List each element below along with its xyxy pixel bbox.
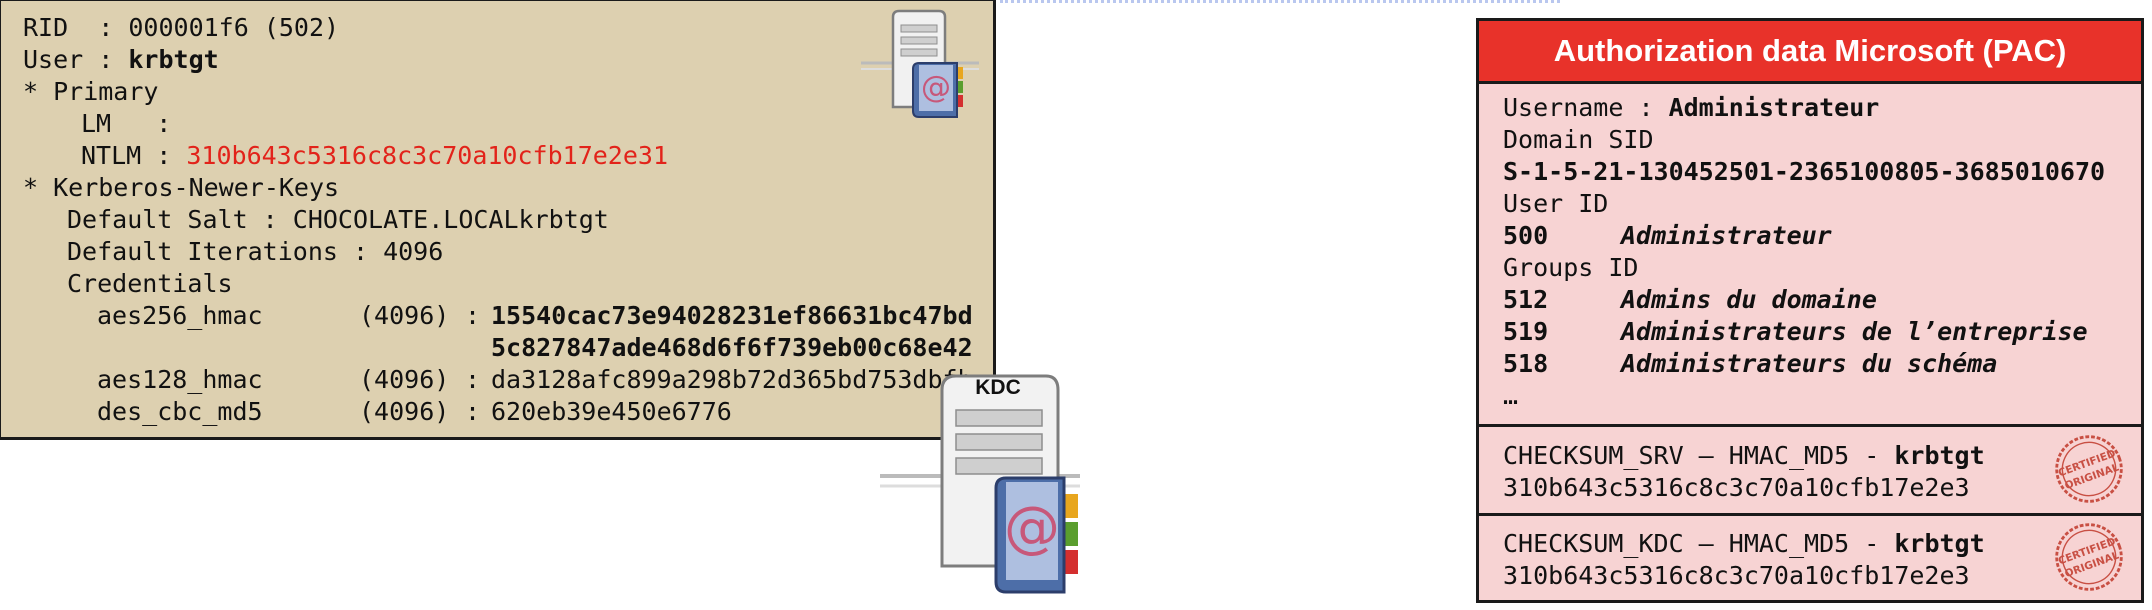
salt-line: Default Salt : CHOCOLATE.LOCALkrbtgt [67, 205, 609, 234]
ntlm-label: NTLM : [81, 141, 187, 170]
user-id-name: Administrateur [1621, 221, 1832, 250]
kdc-server-directory-icon: @ [880, 374, 1080, 594]
domain-sid-label: Domain SID [1503, 125, 1654, 154]
top-decorative-line [1000, 0, 1560, 3]
key-value-continued: 5c827847ade468d6f6f739eb00c68e42 [491, 333, 973, 362]
key-iter: (4096) [359, 301, 450, 330]
rid-line: RID : 000001f6 (502) [23, 13, 340, 42]
lm-line: LM : [81, 109, 172, 138]
checksum-kdc-value: 310b643c5316c8c3c70a10cfb17e2e3 [1503, 561, 1970, 590]
checksum-srv-key: krbtgt [1894, 441, 1985, 470]
server-directory-icon: @ [861, 9, 979, 118]
groups-label: Groups ID [1503, 253, 1639, 282]
user-label: User : [23, 45, 129, 74]
svg-text:@: @ [921, 70, 951, 105]
checksum-srv-label: CHECKSUM_SRV – HMAC_MD5 - [1503, 441, 1895, 470]
kerberos-line: * Kerberos-Newer-Keys [23, 173, 340, 202]
key-value: da3128afc899a298b72d365bd753dbfb [491, 365, 973, 394]
key-sep: : [465, 365, 481, 394]
username-label: Username : [1503, 93, 1669, 122]
pac-header: Authorization data Microsoft (PAC) [1479, 21, 2141, 84]
svg-text:@: @ [1004, 495, 1060, 560]
key-value: 620eb39e450e6776 [491, 397, 732, 426]
group-id: 518 [1503, 349, 1549, 378]
pac-title: Authorization data Microsoft (PAC) [1553, 33, 2067, 68]
domain-sid-value: S-1-5-21-130452501-2365100805-3685010670 [1503, 157, 2106, 186]
credentials-line: Credentials [67, 269, 233, 298]
username-value: Administrateur [1668, 93, 1880, 122]
checksum-kdc-line: CHECKSUM_KDC – HMAC_MD5 - krbtgt [1503, 529, 1985, 559]
checksum-srv-value: 310b643c5316c8c3c70a10cfb17e2e3 [1503, 473, 1970, 502]
pac-panel: Authorization data Microsoft (PAC) Usern… [1476, 18, 2144, 603]
key-name: aes128_hmac [97, 365, 263, 394]
checksum-kdc-label: CHECKSUM_KDC – HMAC_MD5 - [1503, 529, 1895, 558]
ntlm-hash: 310b643c5316c8c3c70a10cfb17e2e31 [186, 141, 668, 170]
checksum-srv-line: CHECKSUM_SRV – HMAC_MD5 - krbtgt [1503, 441, 1985, 471]
user-id-value: 500 [1503, 221, 1549, 250]
key-name: aes256_hmac [97, 301, 263, 330]
group-name: Administrateurs du schéma [1621, 349, 1998, 378]
group-name: Administrateurs de l’entreprise [1621, 317, 2088, 346]
key-iter: (4096) [359, 365, 450, 394]
certified-original-stamp-icon: CERTIFIED ORIGINAL [2055, 523, 2123, 591]
iterations-line: Default Iterations : 4096 [67, 237, 444, 266]
section-divider [1479, 513, 2141, 516]
certified-original-stamp-icon: CERTIFIED ORIGINAL [2055, 435, 2123, 503]
ntlm-line: NTLM : 310b643c5316c8c3c70a10cfb17e2e31 [81, 141, 668, 171]
checksum-kdc-key: krbtgt [1894, 529, 1985, 558]
user-line: User : krbtgt [23, 45, 219, 75]
key-value: 15540cac73e94028231ef86631bc47bd [491, 301, 973, 330]
key-sep: : [465, 397, 481, 426]
key-iter: (4096) [359, 397, 450, 426]
user-value: krbtgt [128, 45, 219, 74]
section-divider [1479, 424, 2141, 427]
kdc-label: KDC [975, 376, 1021, 399]
username-line: Username : Administrateur [1503, 93, 1879, 123]
ellipsis: … [1503, 381, 1519, 410]
key-sep: : [465, 301, 481, 330]
key-name: des_cbc_md5 [97, 397, 263, 426]
group-id: 519 [1503, 317, 1549, 346]
user-id-label: User ID [1503, 189, 1609, 218]
primary-line: * Primary [23, 77, 159, 106]
credential-dump-panel: RID : 000001f6 (502) User : krbtgt * Pri… [0, 0, 996, 440]
group-name: Admins du domaine [1621, 285, 1877, 314]
group-id: 512 [1503, 285, 1549, 314]
